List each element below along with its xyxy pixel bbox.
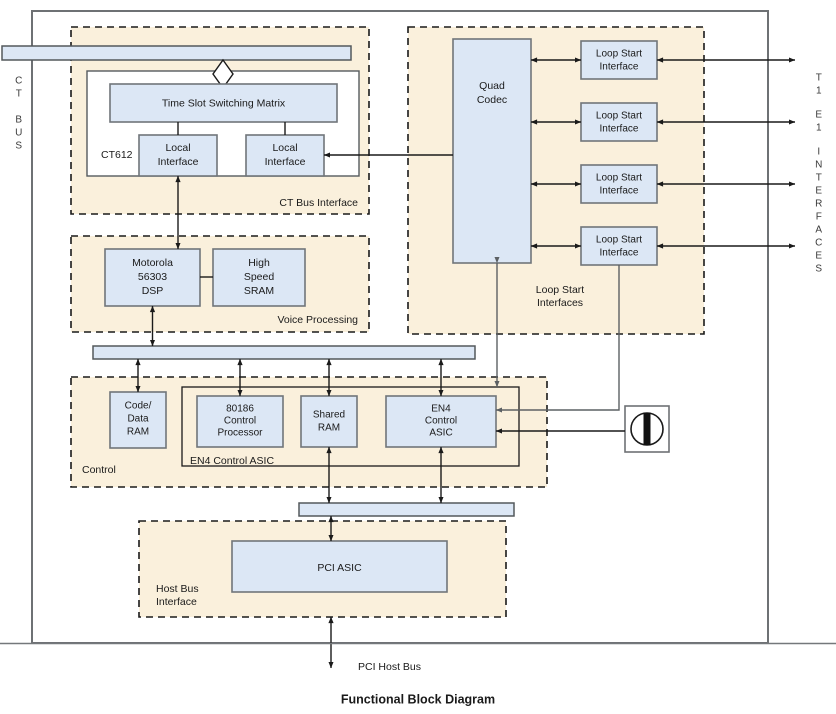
label-local-interface-1-line2: Interface: [158, 156, 199, 168]
label-region-en4-control-asic-group: EN4 Control ASIC: [190, 455, 274, 467]
label-region-host-bus-interface-line1: Host Bus: [156, 583, 199, 595]
label-loop-start-interface-1-line2: Interface: [600, 62, 639, 73]
edge-label-t1e1-s: S: [815, 264, 822, 275]
label-loop-start-interface-4-line1: Loop Start: [596, 235, 642, 246]
ct-bus-bar: [1, 45, 352, 61]
label-region-host-bus-interface-line2: Interface: [156, 596, 197, 608]
edge-label-ct-bus-s: S: [15, 141, 22, 152]
connector-jack-bar: [643, 413, 651, 445]
edge-label-t1e1-r: R: [815, 199, 823, 210]
label-code-data-ram-line1: Code/: [125, 401, 152, 412]
label-quad-codec-line1: Quad: [479, 80, 505, 92]
edge-label-ct-bus-u: U: [15, 128, 23, 139]
edge-label-ct-bus-c: C: [15, 76, 23, 87]
label-high-speed-sram-line1: High: [248, 257, 270, 269]
label-region-ct-bus-interface: CT Bus Interface: [279, 197, 358, 209]
label-region-control: Control: [82, 464, 116, 476]
label-shared-ram-line1: Shared: [313, 410, 345, 421]
label-80186-line1: 80186: [226, 404, 254, 415]
label-region-loop-start-interfaces-line2: Interfaces: [537, 297, 583, 309]
edge-label-t1e1-e: E: [815, 110, 822, 121]
label-motorola-dsp-line1: Motorola: [132, 257, 173, 269]
label-loop-start-interface-2-line2: Interface: [600, 124, 639, 135]
edge-label-t1e1-1b: 1: [816, 123, 822, 134]
edge-label-t1e1-1a: 1: [816, 86, 822, 97]
edge-label-t1e1-e3: E: [815, 251, 822, 262]
label-80186-line3: Processor: [217, 428, 263, 439]
block-motorola-dsp: [104, 248, 201, 307]
block-loop-start-interface-4: [580, 226, 658, 266]
label-pci-host-bus: PCI Host Bus: [358, 661, 421, 673]
edge-label-t1e1-i: I: [817, 147, 820, 158]
edge-label-t1e1-a: A: [815, 225, 822, 236]
label-quad-codec-line2: Codec: [477, 94, 507, 106]
wire-lsi4-to-en4: [495, 265, 620, 413]
edge-label-ct-bus-b: B: [15, 115, 22, 126]
label-region-loop-start-interfaces-line1: Loop Start: [536, 284, 585, 296]
label-en4-line2: Control: [425, 416, 457, 427]
label-local-interface-2-line1: Local: [272, 142, 297, 154]
label-code-data-ram-line3: RAM: [127, 427, 149, 438]
label-ct612: CT612: [101, 149, 133, 161]
label-loop-start-interface-3-line2: Interface: [600, 186, 639, 197]
block-loop-start-interface-1: [580, 40, 658, 80]
block-local-interface-1: [138, 134, 218, 177]
label-en4-line3: ASIC: [429, 428, 452, 439]
block-quad-codec: [452, 38, 532, 264]
block-loop-start-interface-3: [580, 164, 658, 204]
label-region-voice-processing: Voice Processing: [277, 314, 358, 326]
label-loop-start-interface-1-line1: Loop Start: [596, 49, 642, 60]
block-time-slot-switching-matrix: [109, 83, 338, 123]
label-high-speed-sram-line2: Speed: [244, 271, 275, 283]
edge-label-t1e1-t2: T: [816, 173, 823, 184]
label-en4-line1: EN4: [431, 404, 451, 415]
edge-label-t1e1-e2: E: [815, 186, 822, 197]
block-80186-control-processor: [196, 395, 284, 448]
lower-bus-bar: [298, 502, 515, 517]
label-loop-start-interface-4-line2: Interface: [600, 248, 639, 259]
label-time-slot-switching-matrix: Time Slot Switching Matrix: [162, 97, 286, 109]
label-motorola-dsp-line2: 56303: [138, 271, 167, 283]
edge-label-t1e1-c: C: [815, 238, 823, 249]
label-shared-ram-line2: RAM: [318, 423, 340, 434]
block-pci-asic: [231, 540, 448, 593]
block-loop-start-interface-2: [580, 102, 658, 142]
label-pci-asic: PCI ASIC: [317, 562, 362, 574]
label-80186-line2: Control: [224, 416, 256, 427]
block-code-data-ram: [109, 391, 167, 449]
middle-bus-bar: [92, 345, 476, 360]
block-high-speed-sram: [212, 248, 306, 307]
block-en4-control-asic: [385, 395, 497, 448]
label-loop-start-interface-3-line1: Loop Start: [596, 173, 642, 184]
label-motorola-dsp-line3: DSP: [142, 285, 164, 297]
label-local-interface-1-line1: Local: [165, 142, 190, 154]
label-loop-start-interface-2-line1: Loop Start: [596, 111, 642, 122]
edge-label-t1e1-n: N: [815, 160, 823, 171]
edge-label-t1e1-t: T: [816, 73, 823, 84]
label-high-speed-sram-line3: SRAM: [244, 285, 274, 297]
region-en4-control-asic-group: [181, 386, 520, 467]
label-code-data-ram-line2: Data: [127, 414, 149, 425]
block-shared-ram: [300, 395, 358, 448]
edge-label-t1e1-f: F: [816, 212, 823, 223]
figure-caption: Functional Block Diagram: [341, 692, 495, 706]
label-local-interface-2-line2: Interface: [265, 156, 306, 168]
edge-label-ct-bus-t: T: [16, 89, 23, 100]
